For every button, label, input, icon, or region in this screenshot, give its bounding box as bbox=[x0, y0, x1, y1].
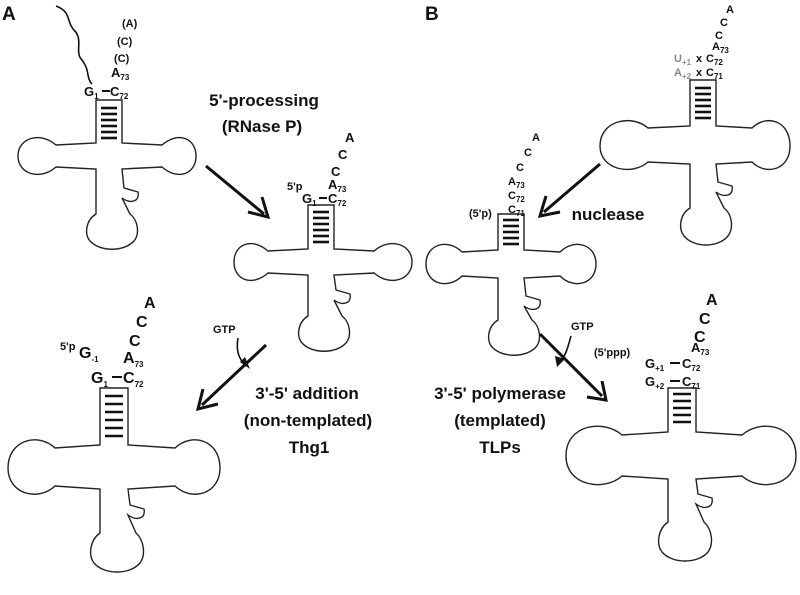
nt-a73: A73 bbox=[328, 177, 347, 194]
nt-a73: A73 bbox=[123, 350, 144, 369]
gtp-input-arrow-right bbox=[555, 335, 572, 367]
tail-nt-c: C bbox=[331, 164, 341, 179]
nt-c72: C72 bbox=[706, 53, 723, 67]
gtp-input-arrow-left bbox=[236, 337, 250, 369]
nt-c71: C71 bbox=[508, 204, 525, 218]
tail-nt-c: C bbox=[694, 329, 706, 346]
nt-a73: A73 bbox=[111, 65, 130, 82]
mismatch-cross: x bbox=[696, 53, 703, 65]
step-label-non-templated: (non-templated) bbox=[244, 411, 372, 430]
step-label-addition: 3'-5' addition bbox=[255, 384, 358, 403]
tail-nt-a: A bbox=[532, 132, 540, 144]
tail-nt-a: A bbox=[706, 292, 718, 309]
nt-g-minus1: G-1 bbox=[79, 345, 99, 364]
arrow-nuclease bbox=[537, 162, 601, 218]
step-label-tlps: TLPs bbox=[479, 438, 521, 457]
nt-c72: C72 bbox=[508, 190, 525, 204]
five-prime-phosphate: (5'p) bbox=[469, 208, 492, 220]
step-label-nuclease: nuclease bbox=[572, 205, 645, 224]
nt-g-plus1: G+1 bbox=[645, 356, 665, 373]
acceptor-stem-rungs bbox=[503, 218, 519, 246]
trna-repaired: A C C A73 (5'ppp) G+1 C72 G+2 C71 bbox=[565, 292, 797, 562]
trna-processed: A C C A73 5'p G1 C72 bbox=[233, 130, 413, 352]
trna-body bbox=[7, 387, 221, 573]
trna-body bbox=[599, 79, 791, 246]
tail-nt-c: C bbox=[720, 17, 728, 29]
tail-nt-c: (C) bbox=[114, 53, 130, 65]
nt-a73: A73 bbox=[508, 176, 525, 190]
nt-a-plus2: A+2 bbox=[674, 67, 692, 81]
nt-c72: C72 bbox=[110, 84, 129, 101]
trna-body bbox=[17, 99, 197, 250]
trna-body bbox=[565, 387, 797, 562]
nt-g1: G1 bbox=[91, 370, 108, 389]
trna-body bbox=[425, 213, 597, 356]
tail-nt-c: C bbox=[338, 147, 348, 162]
tail-nt-a: (A) bbox=[122, 18, 138, 30]
tail-nt-a: A bbox=[345, 130, 355, 145]
step-label-processing: 5'-processing bbox=[209, 91, 319, 110]
trna-precursor: (A) (C) (C) A73 G1 C72 bbox=[17, 5, 197, 250]
step-label-rnase-p: (RNase P) bbox=[222, 117, 302, 136]
tail-nt-c: C bbox=[136, 314, 148, 331]
nt-u-plus1: U+1 bbox=[674, 53, 692, 67]
tail-nt-a: A bbox=[726, 4, 734, 16]
nt-c72: C72 bbox=[328, 191, 347, 208]
tail-nt-c: C bbox=[516, 162, 524, 174]
tail-nt-c: C bbox=[524, 147, 532, 159]
nt-c71: C71 bbox=[706, 67, 723, 81]
panel-label-b: B bbox=[425, 4, 439, 25]
mismatch-cross: x bbox=[696, 67, 703, 79]
five-prime-leader bbox=[55, 5, 93, 85]
trna-nuclease-product: A C C A73 C72 C71 (5'p) bbox=[425, 132, 597, 356]
nt-a73: A73 bbox=[712, 41, 729, 55]
gtp-label-left: GTP bbox=[213, 324, 236, 336]
nt-a73: A73 bbox=[691, 340, 710, 357]
five-prime-phosphate: 5'p bbox=[60, 341, 76, 353]
nt-g1: G1 bbox=[302, 191, 317, 208]
five-prime-phosphate: 5'p bbox=[287, 181, 303, 193]
acceptor-stem-rungs bbox=[673, 392, 691, 424]
arrow-tlp-polymerase bbox=[538, 332, 608, 402]
gtp-label-right: GTP bbox=[571, 321, 594, 333]
nt-c72: C72 bbox=[123, 370, 144, 389]
acceptor-stem-rungs bbox=[313, 210, 329, 244]
tail-nt-c: C bbox=[715, 30, 723, 42]
arrow-thg1-addition bbox=[195, 343, 268, 412]
acceptor-stem-rungs bbox=[105, 394, 123, 438]
step-label-polymerase: 3'-5' polymerase bbox=[434, 384, 566, 403]
tail-nt-c: (C) bbox=[117, 36, 133, 48]
nt-c72: C72 bbox=[682, 356, 701, 373]
trna-truncated-source: A C C A73 U+1 x C72 A+2 x C71 bbox=[599, 4, 791, 246]
acceptor-stem-rungs bbox=[101, 106, 117, 140]
panel-label-a: A bbox=[2, 4, 16, 25]
step-label-thg1: Thg1 bbox=[289, 438, 330, 457]
five-prime-triphosphate: (5'ppp) bbox=[594, 347, 631, 359]
nt-c71: C71 bbox=[682, 374, 701, 391]
arrow-processing bbox=[205, 164, 271, 220]
trna-thg1-product: A C C A73 5'p G-1 G1 C72 bbox=[7, 295, 221, 573]
nt-g1: G1 bbox=[84, 84, 99, 101]
tail-nt-c: C bbox=[699, 311, 711, 328]
tail-nt-a: A bbox=[144, 295, 156, 312]
nt-g-plus2: G+2 bbox=[645, 374, 665, 391]
acceptor-stem-rungs bbox=[695, 86, 711, 120]
step-label-templated: (templated) bbox=[454, 411, 546, 430]
trna-body bbox=[233, 204, 413, 352]
tail-nt-c: C bbox=[129, 333, 141, 350]
